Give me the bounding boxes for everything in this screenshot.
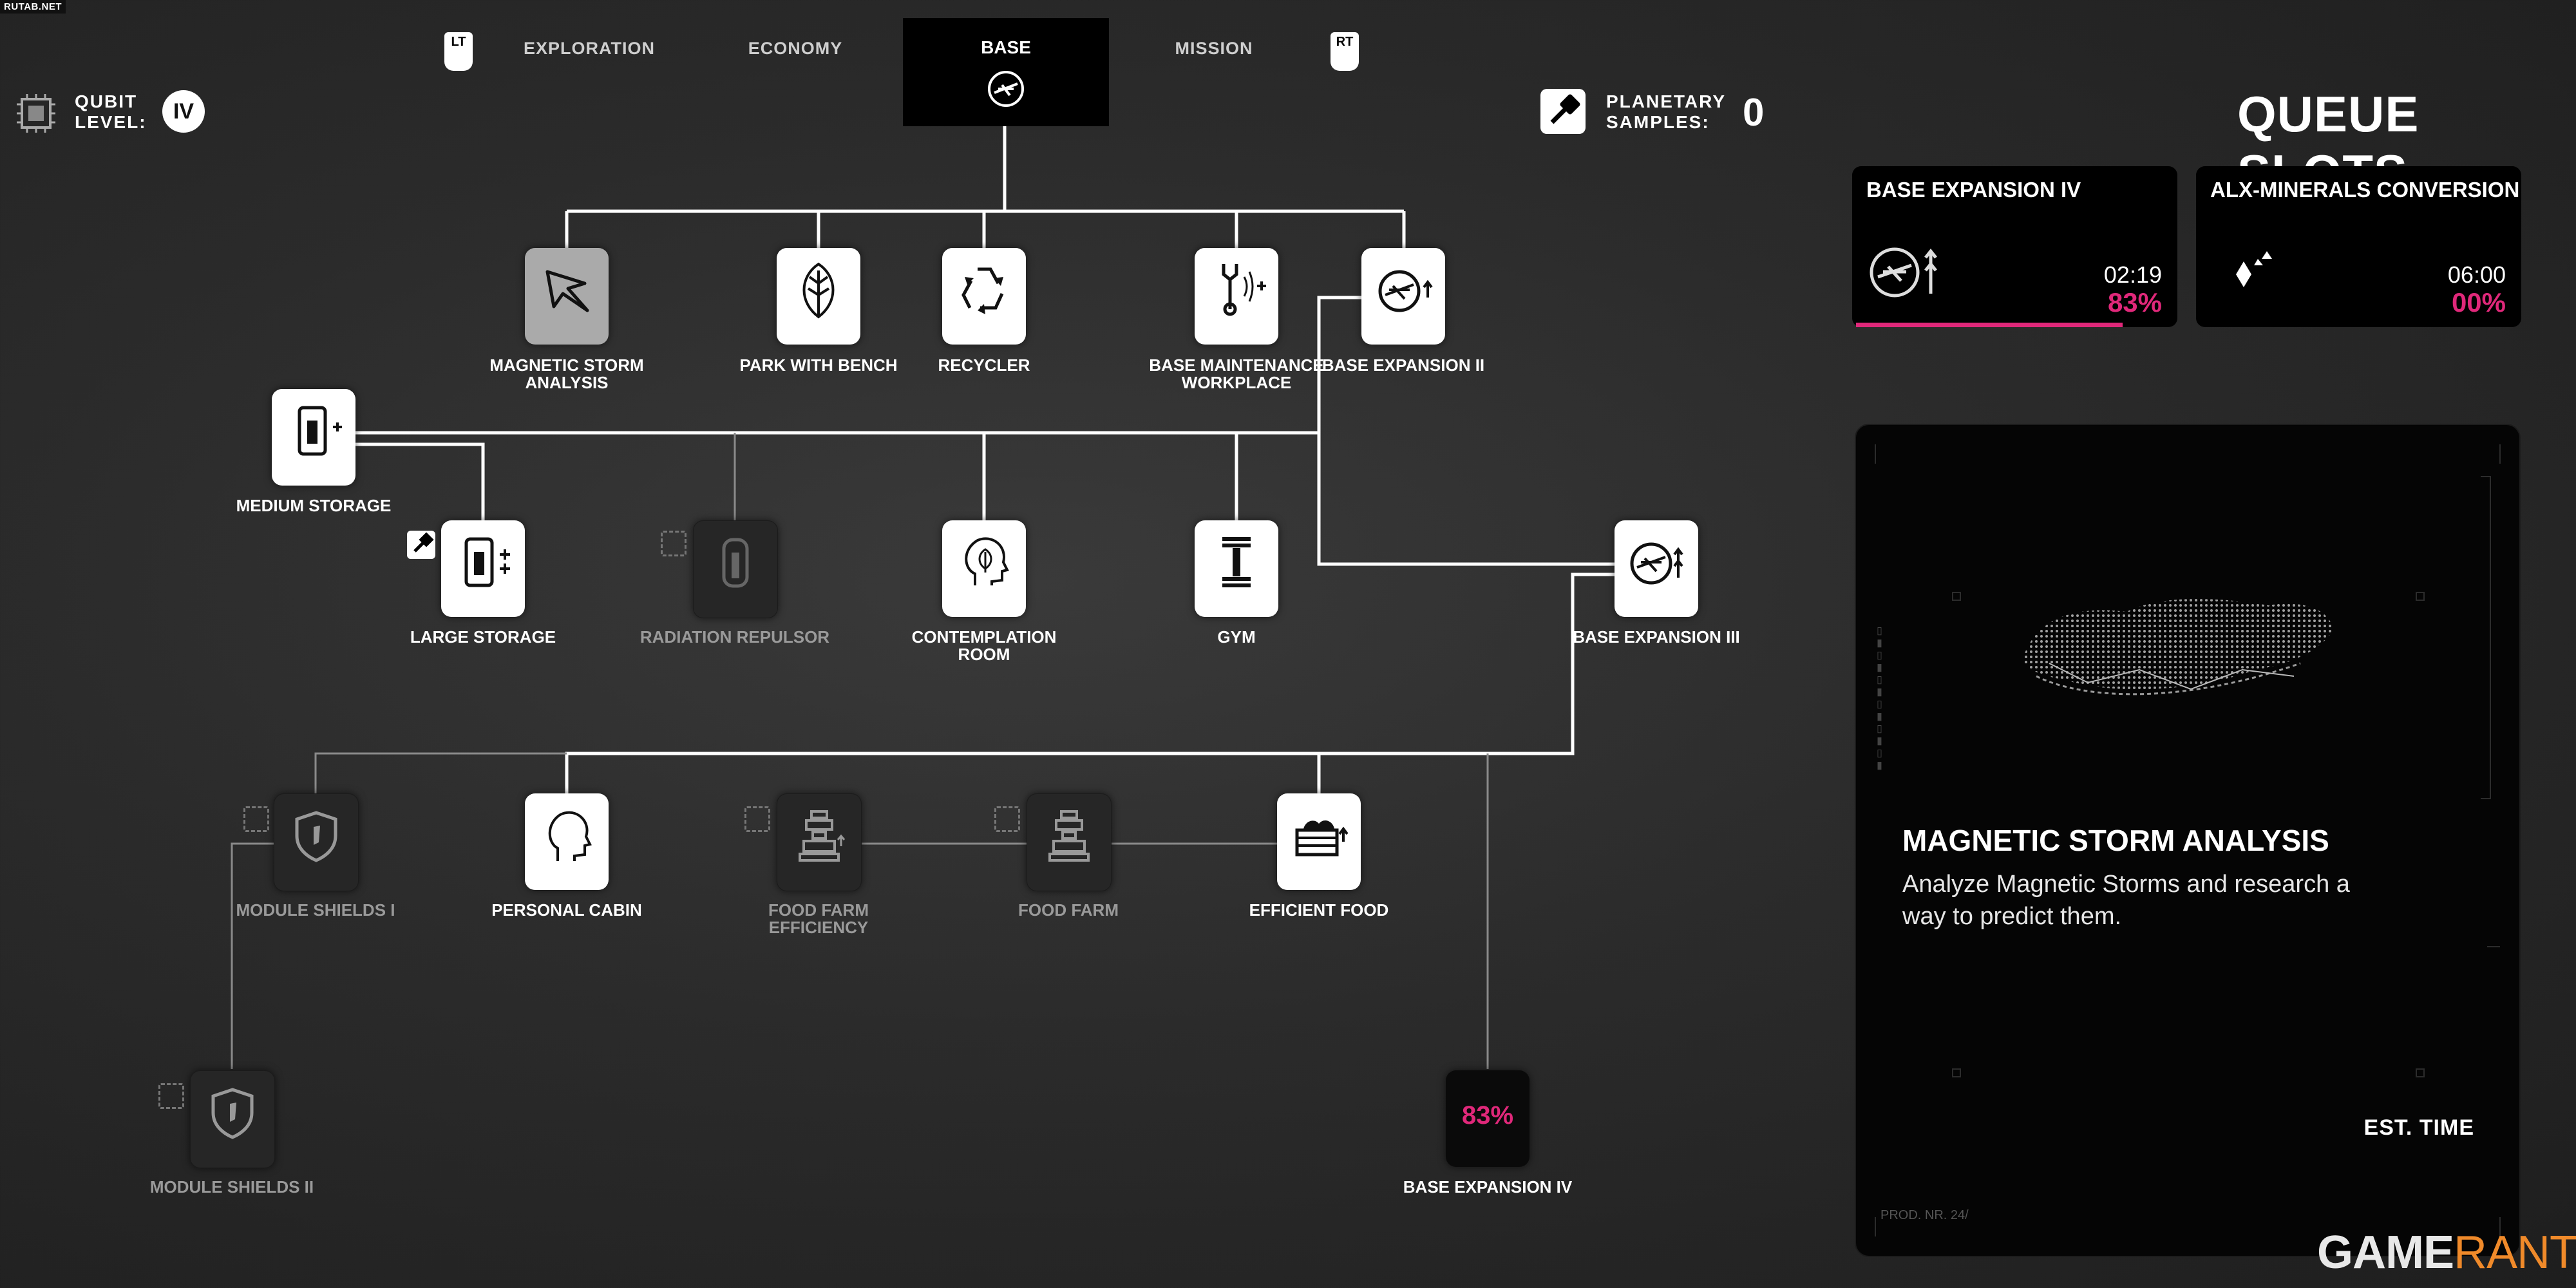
node-label: MODULE SHIELDS II <box>149 1177 314 1197</box>
node-label: PERSONAL CABIN <box>491 900 642 920</box>
queue-slot-time: 02:19 <box>2103 261 2162 288</box>
node-base-expansion-iv[interactable]: 83% <box>1446 1070 1530 1167</box>
tab-base-label: BASE <box>981 37 1031 57</box>
base-expansion-icon <box>1378 270 1433 312</box>
checkbox[interactable] <box>661 531 687 556</box>
base-tab-icon <box>988 71 1024 107</box>
queue-slot-time: 06:00 <box>2447 261 2506 288</box>
storage-icon <box>464 537 510 587</box>
queue-slot-progress-bar <box>1856 323 2123 327</box>
base-expansion-icon <box>1630 542 1683 585</box>
node-progress-percent: 83% <box>1461 1101 1514 1130</box>
node-label: FOOD FARM EFFICIENCY <box>768 900 869 937</box>
node-label: MAGNETIC STORM ANALYSIS <box>489 355 644 392</box>
production-number-label: PROD. NR. 24/ <box>1880 1208 1969 1222</box>
node-recycler[interactable] <box>942 248 1026 345</box>
node-contemplation-room[interactable] <box>942 520 1026 617</box>
wrench-icon <box>1222 264 1266 316</box>
node-efficient-food[interactable] <box>1277 793 1361 890</box>
leaf-icon <box>802 262 835 319</box>
crate-icon <box>1295 820 1349 857</box>
lt-trigger-button[interactable]: LT <box>444 32 473 71</box>
head-icon <box>548 811 592 861</box>
node-label: LARGE STORAGE <box>410 627 556 647</box>
node-base-expansion-ii[interactable] <box>1361 248 1445 345</box>
node-large-storage[interactable] <box>441 520 525 617</box>
farm-icon <box>799 810 846 862</box>
node-label: FOOD FARM <box>1018 900 1119 920</box>
qubit-level-badge: IV <box>162 90 205 133</box>
detail-description: Analyze Magnetic Storms and research a w… <box>1902 871 2350 930</box>
node-personal-cabin[interactable] <box>525 793 609 890</box>
panel-frame-decoration <box>1875 444 2501 1236</box>
node-base-maintenance-workplace[interactable] <box>1195 248 1278 345</box>
gamerant-watermark: GAMERANT <box>2317 1227 2576 1278</box>
queue-slot-percent: 00% <box>2451 287 2506 317</box>
recycle-icon <box>961 267 1004 314</box>
node-food-farm[interactable] <box>1027 793 1112 891</box>
planetary-samples-value: 0 <box>1743 91 1765 134</box>
samples-icon <box>1540 89 1586 134</box>
detail-title: MAGNETIC STORM ANALYSIS <box>1902 824 2329 857</box>
head-leaf-icon <box>965 537 1009 585</box>
dumbbell-icon <box>1222 537 1251 587</box>
node-gym[interactable] <box>1195 520 1278 617</box>
node-module-shields-ii[interactable] <box>190 1070 275 1168</box>
tab-economy[interactable]: ECONOMY <box>748 39 843 58</box>
storage-icon <box>298 406 342 456</box>
node-label: CONTEMPLATION ROOM <box>911 627 1057 664</box>
samples-requirement-icon <box>407 531 435 559</box>
chip-icon <box>17 94 55 133</box>
node-base-expansion-iii[interactable] <box>1615 520 1698 617</box>
rt-trigger-button[interactable]: RT <box>1331 32 1359 71</box>
node-label: PARK WITH BENCH <box>739 355 898 375</box>
node-magnetic-storm-analysis[interactable] <box>525 248 609 345</box>
queue-slot-minerals-conversion[interactable]: ALX-MINERALS CONVERSION 06:00 00% <box>2196 166 2521 327</box>
node-module-shields-i[interactable] <box>274 793 359 891</box>
checkbox[interactable] <box>744 806 770 832</box>
tab-exploration[interactable]: EXPLORATION <box>523 39 655 58</box>
watermark-rutab: RUTAB.NET <box>0 0 66 14</box>
node-food-farm-efficiency[interactable] <box>777 793 862 891</box>
queue-slot-title: ALX-MINERALS CONVERSION <box>2210 178 2520 202</box>
node-label: RADIATION REPULSOR <box>639 627 830 647</box>
queue-slot-percent: 83% <box>2107 287 2162 317</box>
node-label: GYM <box>1217 627 1256 647</box>
node-radiation-repulsor[interactable] <box>693 520 778 618</box>
node-label: MODULE SHIELDS I <box>236 900 395 920</box>
node-park-with-bench[interactable] <box>777 248 860 345</box>
node-medium-storage[interactable] <box>272 389 355 486</box>
farm-icon <box>1048 810 1090 862</box>
magnetic-storm-hologram <box>2023 599 2333 696</box>
checkbox[interactable] <box>994 806 1020 832</box>
detail-panel: ▮▯▮▯▮▯▮▯▮▯▮▯ MAGNETIC STORM ANALYSIS Ana… <box>1855 424 2521 1257</box>
shield-icon <box>295 811 337 862</box>
tab-base[interactable]: BASE <box>903 18 1109 126</box>
checkbox[interactable] <box>158 1083 184 1109</box>
estimated-time-label: EST. TIME <box>2363 1115 2474 1140</box>
node-label: MEDIUM STORAGE <box>236 496 392 515</box>
minerals-icon <box>2236 251 2272 287</box>
base-expansion-icon <box>1870 247 1937 298</box>
node-label: BASE EXPANSION III <box>1573 627 1740 647</box>
node-label: BASE EXPANSION IV <box>1403 1177 1573 1197</box>
magnetic-storm-icon <box>545 270 589 312</box>
queue-slot-base-expansion[interactable]: BASE EXPANSION IV 02:19 83% <box>1852 166 2177 327</box>
shield-icon <box>211 1088 254 1139</box>
node-label: RECYCLER <box>938 355 1030 375</box>
checkbox[interactable] <box>243 806 269 832</box>
panel-vertical-serial: ▮▯▮▯▮▯▮▯▮▯▮▯ <box>1875 626 1886 773</box>
repulsor-icon <box>722 538 749 588</box>
tab-mission[interactable]: MISSION <box>1175 39 1253 58</box>
node-label: EFFICIENT FOOD <box>1249 900 1389 920</box>
node-label: BASE MAINTENANCE WORKPLACE <box>1149 355 1324 392</box>
queue-slot-title: BASE EXPANSION IV <box>1866 178 2081 202</box>
node-label: BASE EXPANSION II <box>1321 355 1485 375</box>
